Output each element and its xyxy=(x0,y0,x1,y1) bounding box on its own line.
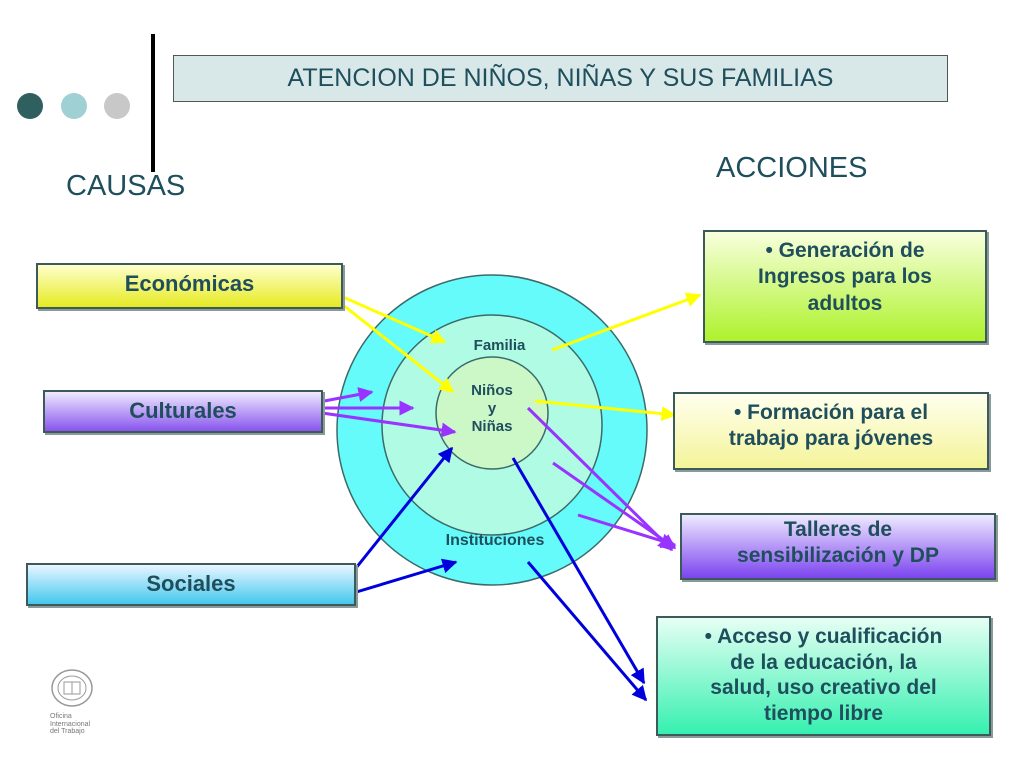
arrow-familia-to-ingresos xyxy=(551,292,702,352)
action-acceso-line1: • Acceso y cualificación xyxy=(704,625,943,648)
action-box-acceso: • Acceso y cualificación de la educación… xyxy=(656,616,991,736)
arrow-instituciones-to-talleres xyxy=(577,513,677,549)
arrow-ninos-to-acceso xyxy=(511,457,646,685)
action-ingresos-line2: Ingresos para los xyxy=(758,265,932,289)
arrow-ninos-to-formacion xyxy=(534,399,677,422)
slide-title-text: ATENCION DE NIÑOS, NIÑAS Y SUS FAMILIAS xyxy=(287,64,834,92)
action-formacion-line2: trabajo para jóvenes xyxy=(728,427,934,451)
causes-heading: CAUSAS xyxy=(66,170,186,202)
arrow-ninos-to-talleres xyxy=(526,406,674,552)
action-ingresos-line1: • Generación de xyxy=(765,239,925,262)
action-acceso-line3: salud, uso creativo del xyxy=(710,676,937,700)
ilo-logo: Oficina Internacional del Trabajo xyxy=(50,668,100,736)
ilo-logo-line2: Internacional xyxy=(50,720,91,728)
label-ninas: Niñas xyxy=(471,418,513,435)
cause-box-economicas: Económicas xyxy=(36,263,343,309)
arrow-instituciones-to-acceso xyxy=(526,561,648,702)
label-familia: Familia xyxy=(473,337,526,354)
cause-box-sociales: Sociales xyxy=(26,563,356,606)
action-formacion-line1: • Formación para el xyxy=(733,401,929,424)
decor-vertical-line xyxy=(151,34,155,172)
action-box-formacion: • Formación para el trabajo para jóvenes xyxy=(673,392,989,470)
label-instituciones: Instituciones xyxy=(445,532,545,549)
cause-label-economicas: Económicas xyxy=(124,271,255,296)
action-acceso-line4: tiempo libre xyxy=(763,701,884,725)
cause-label-culturales: Culturales xyxy=(129,398,237,423)
decor-dot-dark xyxy=(17,93,43,119)
action-box-talleres: Talleres de sensibilización y DP xyxy=(680,513,996,580)
arrow-economicas-to-ninos xyxy=(342,303,455,394)
ilo-logo-icon xyxy=(51,669,93,707)
label-ninos: Niños xyxy=(471,382,513,399)
action-box-ingresos: • Generación de Ingresos para los adulto… xyxy=(703,230,987,343)
inner-circle-children xyxy=(435,356,549,470)
arrow-sociales-to-instituciones xyxy=(342,558,458,598)
slide-title: ATENCION DE NIÑOS, NIÑAS Y SUS FAMILIAS xyxy=(173,55,948,102)
arrow-economicas-to-familia xyxy=(342,295,447,344)
action-talleres-line2: sensibilización y DP xyxy=(737,544,939,568)
action-ingresos-line3: adultos xyxy=(807,291,883,315)
decor-dot-light xyxy=(61,93,87,119)
action-acceso-line2: de la educación, la xyxy=(730,650,917,674)
cause-label-sociales: Sociales xyxy=(146,571,236,596)
action-talleres-line1: Talleres de xyxy=(783,518,893,541)
label-y: y xyxy=(487,400,497,417)
cause-box-culturales: Culturales xyxy=(43,390,323,433)
decor-dot-gray xyxy=(104,93,130,119)
ilo-logo-line3: del Trabajo xyxy=(50,728,85,736)
ilo-logo-line1: Oficina xyxy=(50,713,72,720)
actions-heading: ACCIONES xyxy=(716,152,868,184)
arrow-familia-to-talleres xyxy=(552,461,677,550)
label-ninos-y-ninas: Niños y Niñas xyxy=(452,382,532,436)
